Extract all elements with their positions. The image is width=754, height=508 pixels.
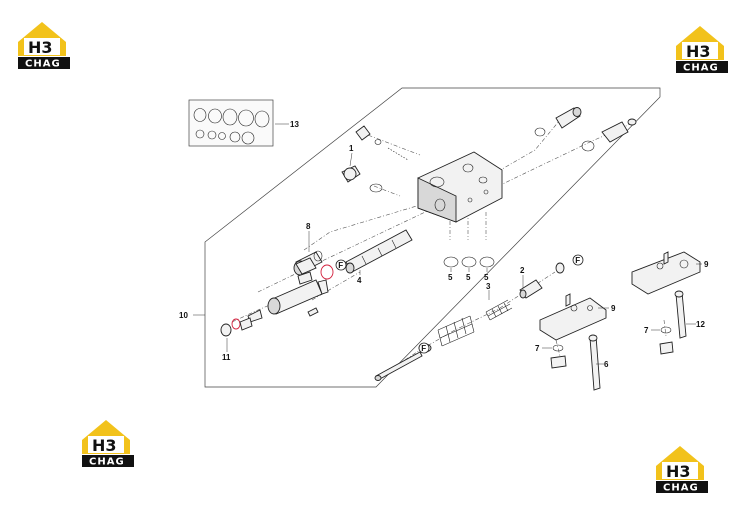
part-5-orings [443, 256, 495, 268]
callout-10: 10 [179, 311, 188, 320]
part-12-bolt [674, 290, 687, 339]
callout-9-middle: 9 [611, 304, 616, 313]
callout-5-c: 5 [484, 273, 489, 282]
callout-11: 11 [222, 353, 231, 362]
svg-text:F: F [421, 344, 426, 353]
callout-5-a: 5 [448, 273, 453, 282]
svg-text:H3: H3 [686, 42, 711, 61]
callout-7-right: 7 [644, 326, 649, 335]
callout-1: 1 [349, 144, 354, 153]
part-7-middle [550, 344, 567, 369]
callout-12: 12 [696, 320, 705, 329]
brand-logo-bottom-left: H3 CHAG [78, 416, 134, 468]
svg-text:CHAG: CHAG [663, 483, 699, 494]
callout-13: 13 [290, 120, 299, 129]
svg-text:H3: H3 [92, 436, 117, 455]
valve-body [417, 151, 503, 223]
svg-text:F: F [575, 256, 580, 265]
svg-text:F: F [338, 261, 343, 270]
svg-text:CHAG: CHAG [683, 63, 719, 74]
f-marker-2: F [572, 254, 584, 266]
svg-text:CHAG: CHAG [89, 457, 125, 468]
callout-9-right: 9 [704, 260, 709, 269]
housing-cylinder [247, 257, 329, 323]
part-1-plug [341, 125, 409, 193]
callout-4: 4 [357, 276, 362, 285]
callout-3: 3 [486, 282, 491, 291]
part-9-plate-right [631, 251, 701, 295]
assembly-outline [204, 87, 661, 388]
part-9-plate-middle [539, 293, 607, 341]
svg-text:H3: H3 [666, 462, 691, 481]
part-6-bolt [588, 334, 601, 391]
part-11-fitting [220, 317, 253, 337]
svg-text:CHAG: CHAG [25, 59, 61, 70]
callout-8: 8 [306, 222, 311, 231]
f-marker-1: F [335, 259, 347, 271]
seal-kit-box [188, 99, 274, 147]
brand-logo-top-right: H3 CHAG [672, 22, 728, 74]
part-4-spool [345, 229, 413, 274]
callout-2: 2 [520, 266, 525, 275]
callout-6: 6 [604, 360, 609, 369]
brand-logo-bottom-right: H3 CHAG [652, 442, 708, 494]
part-7-right [659, 326, 674, 355]
svg-text:H3: H3 [28, 38, 53, 57]
f-marker-3: F [418, 342, 430, 354]
brand-logo-top-left: H3 CHAG [14, 18, 70, 70]
top-right-fittings [534, 107, 637, 152]
callout-7-middle: 7 [535, 344, 540, 353]
part-3-spring [485, 299, 513, 321]
callout-5-b: 5 [466, 273, 471, 282]
part-2-sleeve [519, 262, 565, 299]
